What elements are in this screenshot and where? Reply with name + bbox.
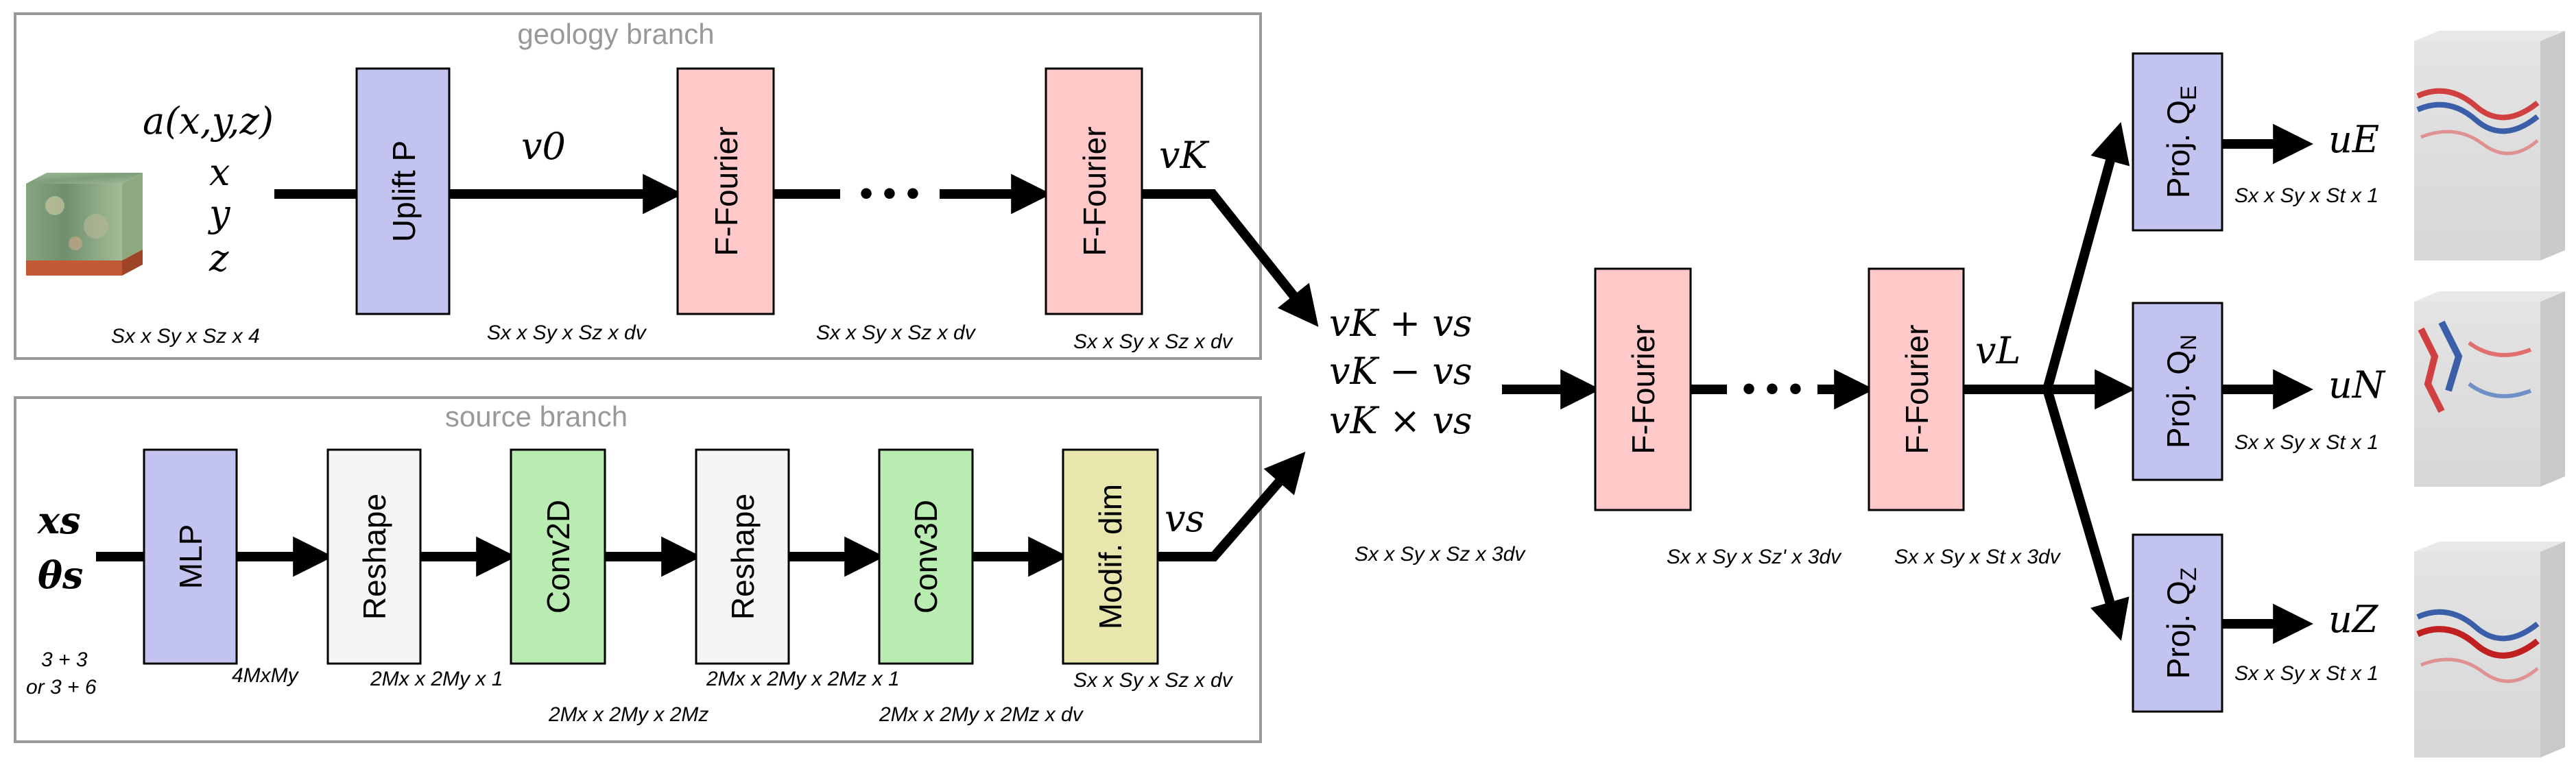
arrow-vK-merge (1142, 189, 1319, 327)
merge-op-prod: vK × vs (1329, 399, 1472, 442)
reshape-2-label: Reshape (725, 494, 761, 620)
vs-label: vs (1165, 497, 1204, 540)
proj-n-label: Proj. QN (2160, 335, 2201, 448)
merge-op-diff: vK − vs (1329, 350, 1472, 393)
proj-z-box (2132, 533, 2223, 713)
proj-e-box (2132, 52, 2223, 232)
arrow-vs-merge (1158, 451, 1306, 561)
conv2d-dims: 2Mx x 2My x 2Mz (548, 703, 708, 726)
reshape-1-box (326, 448, 422, 665)
trunk-dots: • • • (1743, 368, 1802, 409)
reshape-2-box (695, 448, 790, 665)
geology-dots: • • • (860, 173, 920, 214)
proj-e-label: Proj. QE (2160, 86, 2201, 199)
merge-op-sum: vK + vs (1329, 302, 1472, 345)
vs-dims: Sx x Sy x Sz x dv (1073, 669, 1234, 692)
trunk-mid-dims: Sx x Sy x Sz' x 3dv (1667, 546, 1842, 568)
vL-dims: Sx x Sy x St x 3dv (1894, 546, 2062, 568)
arrow-to-proj-z (2042, 388, 2130, 641)
proj-e-sub: E (2176, 86, 2201, 100)
arrow-to-proj-e (2042, 122, 2130, 391)
geology-input-y: y (208, 192, 231, 235)
mlp-box (143, 448, 238, 665)
modif-dim-box (1062, 448, 1159, 665)
output-n-dims: Sx x Sy x St x 1 (2234, 431, 2378, 454)
source-input-xs: xs (37, 498, 81, 542)
proj-e-prefix: Proj. Q (2160, 100, 2196, 198)
output-e-cube-image (2414, 31, 2565, 260)
source-branch-frame (14, 396, 1262, 743)
source-branch-label: source branch (445, 400, 628, 433)
geology-ffourier-2-label: F-Fourier (1077, 126, 1112, 256)
conv3d-label: Conv3D (908, 500, 944, 614)
reshape-1-label: Reshape (357, 494, 392, 620)
trunk-ffourier-2 (1868, 267, 1965, 511)
output-z-dims: Sx x Sy x St x 1 (2234, 662, 2378, 685)
output-z-cube-image (2414, 542, 2565, 757)
source-input-thetas: θs (38, 553, 83, 597)
merge-dims: Sx x Sy x Sz x 3dv (1355, 543, 1526, 566)
trunk-ffourier-2-label: F-Fourier (1899, 324, 1935, 454)
reshape-2-dims: 2Mx x 2My x 2Mz x 1 (706, 668, 900, 690)
proj-n-box (2132, 302, 2223, 481)
v0-dims: Sx x Sy x Sz x dv (487, 322, 647, 344)
proj-n-prefix: Proj. Q (2160, 350, 2196, 448)
output-uN: uN (2328, 363, 2386, 407)
output-uZ: uZ (2328, 598, 2379, 641)
reshape-1-dims: 2Mx x 2My x 1 (370, 668, 503, 690)
geology-input-z: z (208, 237, 229, 280)
output-e-dims: Sx x Sy x St x 1 (2234, 184, 2378, 207)
uplift-box (355, 67, 451, 315)
vL-label: vL (1975, 329, 2020, 372)
geology-input-x: x (209, 151, 230, 194)
geology-branch-label: geology branch (517, 18, 714, 50)
output-n-cube-image (2414, 291, 2565, 487)
mlp-dims: 4MxMy (232, 664, 300, 687)
uplift-label: Uplift P (386, 141, 422, 242)
geology-mid-dims: Sx x Sy x Sz x dv (816, 322, 977, 344)
proj-n-sub: N (2176, 335, 2201, 350)
output-uE: uE (2328, 118, 2379, 161)
v0-label: v0 (521, 125, 566, 168)
geology-input-func: a(x,y,z) (143, 99, 274, 143)
geology-ffourier-1-label: F-Fourier (708, 126, 744, 256)
source-input-dims-2: or 3 + 6 (26, 676, 97, 699)
vK-label: vK (1159, 134, 1210, 177)
proj-z-sub: Z (2176, 568, 2201, 581)
proj-z-prefix: Proj. Q (2160, 581, 2196, 679)
proj-z-label: Proj. QZ (2160, 568, 2201, 679)
geology-input-dims: Sx x Sy x Sz x 4 (111, 325, 260, 348)
geology-ffourier-2 (1045, 67, 1143, 315)
conv3d-box (878, 448, 974, 665)
geology-branch-frame (14, 12, 1262, 360)
geology-input-cube-image (26, 173, 143, 276)
mlp-label: MLP (173, 524, 208, 590)
conv2d-box (510, 448, 606, 665)
source-input-dims-1: 3 + 3 (41, 648, 88, 671)
trunk-ffourier-1 (1594, 267, 1692, 511)
trunk-ffourier-1-label: F-Fourier (1625, 324, 1661, 454)
vK-dims: Sx x Sy x Sz x dv (1073, 330, 1234, 353)
conv3d-dims: 2Mx x 2My x 2Mz x dv (879, 703, 1084, 726)
conv2d-label: Conv2D (540, 500, 576, 614)
modif-dim-label: Modif. dim (1093, 484, 1128, 629)
geology-ffourier-1 (676, 67, 775, 315)
